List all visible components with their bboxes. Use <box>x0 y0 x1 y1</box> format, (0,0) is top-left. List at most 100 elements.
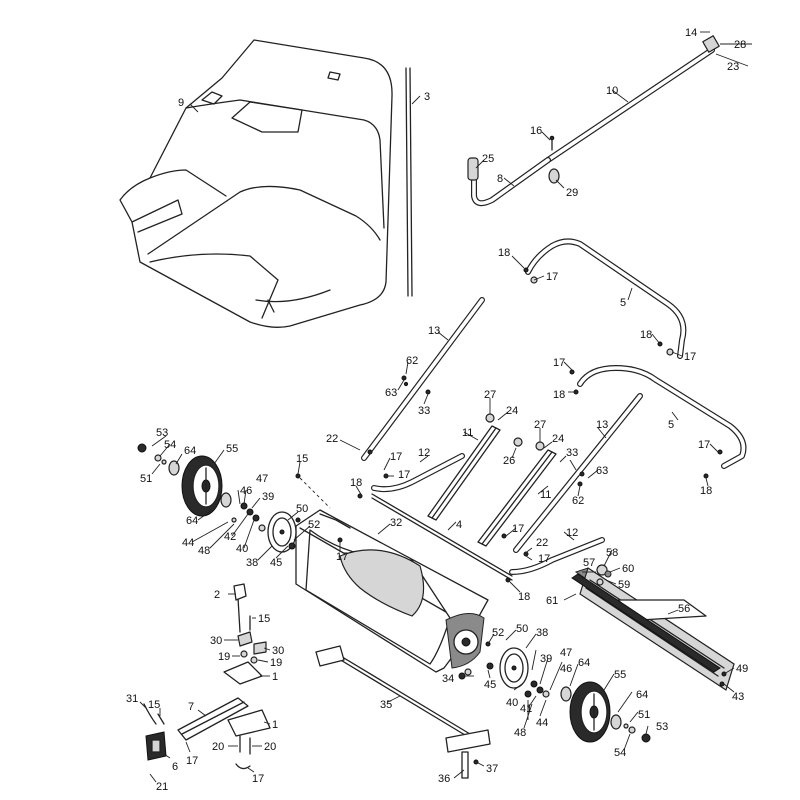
part-35-adjust-rod <box>315 645 491 753</box>
part-label-44a: 44 <box>182 537 194 549</box>
part-label-12a: 12 <box>418 447 430 459</box>
part-label-9: 9 <box>178 97 184 109</box>
part-label-62b: 62 <box>572 495 584 507</box>
part-label-50b: 50 <box>516 623 528 635</box>
part-label-15b: 15 <box>258 613 270 625</box>
part-53-54-51-fasteners-left <box>137 443 167 465</box>
part-label-47a: 47 <box>256 473 268 485</box>
part-label-18b: 18 <box>640 329 652 341</box>
part-label-17b: 17 <box>684 351 696 363</box>
part-15-pin-lower <box>157 713 165 725</box>
part-label-33b: 33 <box>566 447 578 459</box>
part-label-55a: 55 <box>226 443 238 455</box>
part-label-47b: 47 <box>560 647 572 659</box>
part-label-25: 25 <box>482 153 494 165</box>
part-label-17g: 17 <box>512 523 524 535</box>
part-38-gear-right <box>499 647 529 689</box>
part-label-11b: 11 <box>540 489 551 501</box>
part-7-arm <box>177 697 249 741</box>
part-label-38a: 38 <box>246 557 258 569</box>
part-label-14: 14 <box>685 27 697 39</box>
part-label-36: 36 <box>438 773 450 785</box>
part-57-60-brush-clips <box>596 564 612 586</box>
part-label-29: 29 <box>566 187 578 199</box>
part-label-7: 7 <box>188 701 194 713</box>
part-8-handle-grip-section <box>471 157 551 207</box>
part-3-rod <box>405 67 413 297</box>
part-39-48-bushings-right <box>486 662 550 698</box>
part-31-clip <box>143 703 157 725</box>
part-label-45b: 45 <box>484 679 496 691</box>
part-label-64a: 64 <box>184 445 196 457</box>
part-label-18c: 18 <box>553 389 565 401</box>
part-label-46a: 46 <box>240 485 252 497</box>
part-label-6: 6 <box>172 761 178 773</box>
part-label-56: 56 <box>678 603 690 615</box>
leader-lines <box>139 31 752 783</box>
part-label-33a: 33 <box>418 405 430 417</box>
part-label-52b: 52 <box>492 627 504 639</box>
part-label-63b: 63 <box>596 465 608 477</box>
part-39-48-bushings-left <box>231 502 296 550</box>
part-label-48a: 48 <box>198 545 210 557</box>
part-label-23: 23 <box>727 61 739 73</box>
part-label-12b: 12 <box>566 527 578 539</box>
part-61-brush-bar <box>571 573 721 673</box>
part-label-39a: 39 <box>262 491 274 503</box>
part-label-16: 16 <box>530 125 542 137</box>
part-label-53a: 53 <box>156 427 168 439</box>
part-label-30a: 30 <box>210 635 222 647</box>
part-label-18f: 18 <box>518 591 530 603</box>
part-label-10: 10 <box>606 85 618 97</box>
part-label-17i: 17 <box>336 551 348 563</box>
part-25-cap <box>467 157 479 181</box>
part-34-hardware <box>458 668 472 680</box>
part-label-51b: 51 <box>638 709 650 721</box>
part-label-46b: 46 <box>560 663 572 675</box>
part-label-50a: 50 <box>296 503 308 515</box>
part-label-41: 41 <box>520 703 532 715</box>
part-label-32: 32 <box>390 517 402 529</box>
part-2-adjust-rod <box>233 583 247 633</box>
part-label-35: 35 <box>380 699 392 711</box>
part-label-37: 37 <box>486 763 498 775</box>
part-label-13a: 13 <box>428 325 440 337</box>
assembly-line-15 <box>299 477 331 509</box>
part-label-1b: 1 <box>272 719 278 731</box>
part-label-19a: 19 <box>218 651 230 663</box>
part-5-handle-upper <box>525 238 687 359</box>
part-label-61: 61 <box>546 595 558 607</box>
part-1-bracket-lower <box>227 709 271 737</box>
part-number-labels: 9 3 14 28 23 10 16 25 8 29 18 17 5 18 17… <box>126 27 748 793</box>
part-label-17c: 17 <box>553 357 565 369</box>
part-label-17a: 17 <box>546 271 558 283</box>
part-55-wheel-right <box>569 681 611 743</box>
part-label-38b: 38 <box>536 627 548 639</box>
part-label-58: 58 <box>606 547 618 559</box>
part-13-handle-tube-left <box>361 297 485 461</box>
part-label-2: 2 <box>214 589 220 601</box>
part-label-15c: 15 <box>148 699 160 711</box>
part-label-24b: 24 <box>552 433 564 445</box>
part-36-37-pivot-bracket <box>461 751 479 779</box>
part-label-49: 49 <box>736 663 748 675</box>
part-label-39b: 39 <box>540 653 552 665</box>
part-label-24a: 24 <box>506 405 518 417</box>
part-label-52a: 52 <box>308 519 320 531</box>
part-label-40a: 40 <box>236 543 248 555</box>
part-label-48b: 48 <box>514 727 526 739</box>
part-label-44b: 44 <box>536 717 548 729</box>
part-label-17f: 17 <box>398 469 410 481</box>
part-64-hubcaps-left <box>168 460 232 508</box>
part-label-22a: 22 <box>326 433 338 445</box>
part-11-brace-left <box>427 425 501 521</box>
part-label-40b: 40 <box>506 697 518 709</box>
part-64-hubcaps-right <box>560 686 622 730</box>
part-label-26: 26 <box>503 455 515 467</box>
part-label-21: 21 <box>156 781 168 793</box>
part-6-bracket <box>145 731 167 761</box>
part-label-17j: 17 <box>252 773 264 785</box>
part-label-1a: 1 <box>272 671 278 683</box>
part-label-63a: 63 <box>385 387 397 399</box>
